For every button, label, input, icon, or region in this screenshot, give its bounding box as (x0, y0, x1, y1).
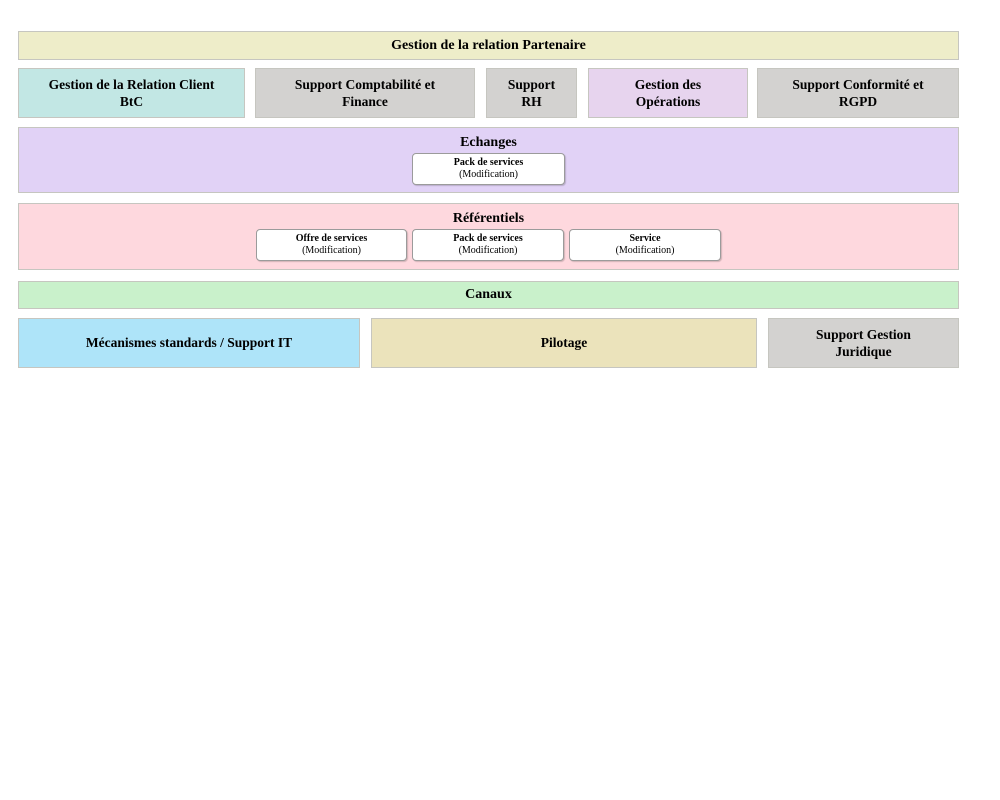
banner-gestion-relation-partenaire[interactable]: Gestion de la relation Partenaire (18, 31, 959, 60)
capability-pilotage[interactable]: Pilotage (371, 318, 757, 368)
band-referentiels-title: Référentiels (452, 211, 525, 226)
capability-support-gestion-juridique[interactable]: Support Gestion Juridique (768, 318, 959, 368)
capability-support-comptabilite-finance[interactable]: Support Comptabilité et Finance (255, 68, 475, 118)
node-subtitle: (Modification) (458, 245, 518, 256)
node-title: Pack de services (453, 156, 524, 168)
node-subtitle: (Modification) (459, 169, 518, 180)
node-offre-de-services[interactable]: Offre de services (Modification) (256, 229, 407, 261)
capability-support-rh[interactable]: Support RH (486, 68, 577, 118)
capability-gestion-des-operations[interactable]: Gestion des Opérations (588, 68, 748, 118)
capability-mecanismes-standards-support-it[interactable]: Mécanismes standards / Support IT (18, 318, 360, 368)
capability-label: Support Comptabilité et Finance (294, 76, 436, 109)
node-title: Offre de services (295, 232, 368, 244)
band-echanges-title: Echanges (460, 135, 517, 150)
capability-label: Support Conformité et RGPD (792, 76, 924, 109)
node-pack-de-services-echanges[interactable]: Pack de services (Modification) (412, 153, 565, 185)
banner-label: Gestion de la relation Partenaire (391, 37, 586, 53)
capability-gestion-relation-client-btc[interactable]: Gestion de la Relation Client BtC (18, 68, 245, 118)
capability-label: Support Gestion Juridique (816, 326, 911, 359)
node-title: Pack de services (453, 232, 523, 244)
capability-label: Support RH (507, 76, 556, 109)
node-subtitle: (Modification) (615, 245, 675, 256)
capability-support-conformite-rgpd[interactable]: Support Conformité et RGPD (757, 68, 959, 118)
capability-label: Mécanismes standards / Support IT (85, 335, 293, 351)
node-service[interactable]: Service (Modification) (569, 229, 721, 261)
node-title: Service (629, 232, 661, 244)
capability-label: Gestion des Opérations (634, 76, 702, 109)
node-subtitle: (Modification) (302, 245, 361, 256)
capability-label: Pilotage (540, 335, 588, 351)
capability-label: Gestion de la Relation Client BtC (48, 76, 215, 109)
band-echanges[interactable]: Echanges Pack de services (Modification) (18, 127, 959, 193)
band-referentiels[interactable]: Référentiels Offre de services (Modifica… (18, 203, 959, 270)
node-pack-de-services-referentiels[interactable]: Pack de services (Modification) (412, 229, 564, 261)
band-canaux[interactable]: Canaux (18, 281, 959, 309)
band-canaux-title: Canaux (465, 287, 512, 303)
